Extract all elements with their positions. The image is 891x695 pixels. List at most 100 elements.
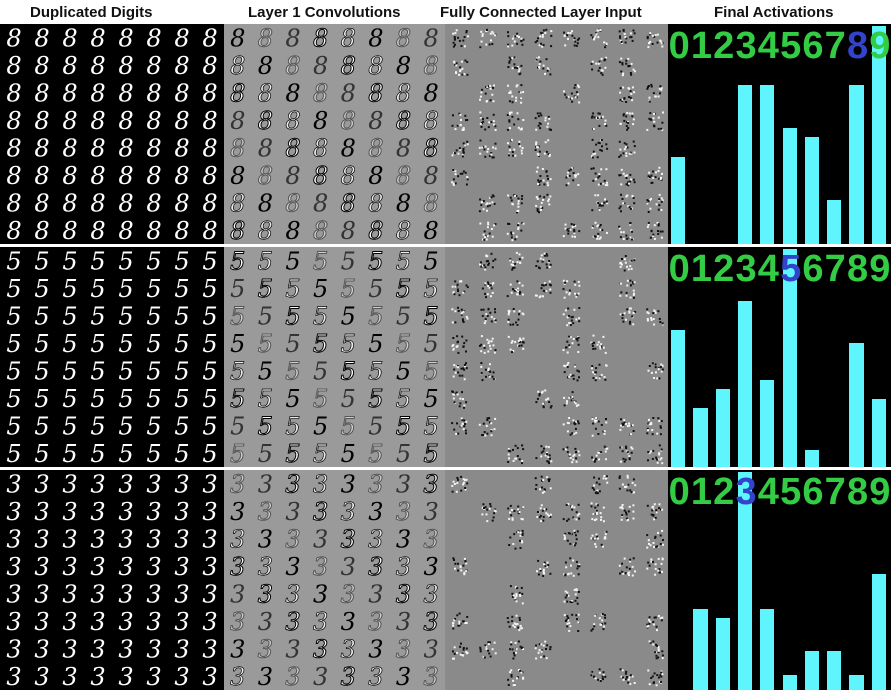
fc-activation-pixel [600,451,603,454]
fc-activation-pixel [563,282,566,285]
fc-activation-pixel [545,398,548,401]
fc-activation-pixel [573,506,576,509]
fc-activation-pixel [631,447,634,450]
conv-cell: 8 [285,25,300,53]
fc-activation-pixel [600,116,603,119]
class-label: 8 [846,25,869,67]
fc-activation-pixel [461,129,464,131]
fc-activation-pixel [515,595,518,598]
fc-activation-pixel [465,339,468,342]
conv-cell: 8 [424,135,439,163]
activation-bar [849,674,864,690]
fc-activation-pixel [535,204,538,207]
fc-activation-pixel [661,657,664,660]
fc-activation-pixel [570,572,573,575]
fc-activation-pixel [455,490,458,493]
fc-activation-pixel [655,643,657,646]
conv-cell: 3 [396,663,411,690]
fc-activation-pixel [622,28,625,31]
conv-cell: 3 [230,608,245,636]
conv-cell: 5 [341,303,356,331]
activation-bar [782,674,797,690]
fc-activation-pixel [480,372,483,374]
fc-activation-pixel [489,84,492,87]
fc-activation-pixel [481,88,484,91]
conv-cell: 8 [368,52,383,80]
conv-cell: 5 [285,248,300,276]
fc-activation-pixel [543,152,546,155]
fc-activation-pixel [577,422,580,425]
fc-activation-pixel [569,373,572,376]
fc-activation-pixel [566,451,569,454]
fc-activation-pixel [536,209,539,212]
fc-activation-pixel [646,87,649,90]
fc-activation-pixel [631,195,634,198]
fc-activation-pixel [480,204,483,207]
fc-activation-pixel [574,175,577,178]
fc-activation-pixel [486,338,489,341]
fc-activation-pixel [455,62,458,65]
digit-cell: 8 [202,135,217,163]
fc-activation-pixel [573,280,576,283]
fc-activation-pixel [538,122,541,125]
fc-activation-pixel [453,293,456,296]
digit-cell: 5 [174,275,189,303]
fc-activation-pixel [648,33,651,36]
fc-activation-pixel [621,506,623,509]
fc-activation-pixel [485,254,488,257]
fc-activation-pixel [464,487,467,489]
fc-activation-pixel [516,42,519,45]
fc-activation-pixel [632,282,635,285]
fc-activation-pixel [488,421,491,424]
fc-activation-pixel [657,116,660,119]
digit-cell: 8 [118,162,133,190]
fc-activation-pixel [654,535,657,538]
fc-activation-pixel [488,375,491,378]
fc-activation-pixel [460,308,463,311]
fc-activation-pixel [571,432,574,435]
fc-activation-pixel [465,350,467,353]
conv-cell: 5 [396,440,411,467]
fc-activation-pixel [465,315,468,318]
conv-cell: 5 [258,303,273,331]
fc-activation-pixel [492,156,495,159]
fc-activation-pixel [626,279,629,282]
fc-activation-pixel [566,400,568,403]
fc-activation-pixel [594,152,597,155]
fc-activation-pixel [514,586,517,589]
fc-activation-pixel [464,561,467,563]
fc-activation-pixel [515,235,518,238]
fc-activation-pixel [463,45,466,48]
activation-bar [760,84,775,244]
fc-activation-pixel [653,113,656,115]
fc-activation-pixel [620,518,623,521]
fc-activation-pixel [660,448,663,451]
conv-cell: 5 [424,303,439,331]
fc-activation-pixel [648,199,651,202]
fc-activation-pixel [599,680,602,682]
panel-background [0,470,224,690]
fc-activation-pixel [463,573,466,576]
fc-activation-pixel [646,199,649,202]
fc-activation-pixel [618,225,621,228]
fc-activation-pixel [625,177,628,179]
fc-activation-pixel [595,454,598,457]
fc-activation-pixel [515,251,518,254]
fc-activation-pixel [630,433,632,436]
fc-activation-pixel [631,481,634,484]
fc-activation-pixel [507,621,510,624]
conv-cell: 3 [258,526,273,554]
fc-activation-pixel [462,319,464,322]
fc-activation-pixel [654,363,657,366]
digit-cell: 8 [202,190,217,218]
conv-cell: 3 [368,553,383,581]
fc-activation-pixel [570,506,573,509]
fc-activation-pixel [618,140,621,143]
fc-activation-pixel [598,490,601,493]
fc-activation-pixel [460,119,462,121]
fc-activation-pixel [546,254,549,257]
fc-activation-pixel [562,235,565,238]
conv-cell: 5 [424,275,439,303]
fc-activation-pixel [535,644,538,647]
fc-activation-pixel [624,318,627,321]
